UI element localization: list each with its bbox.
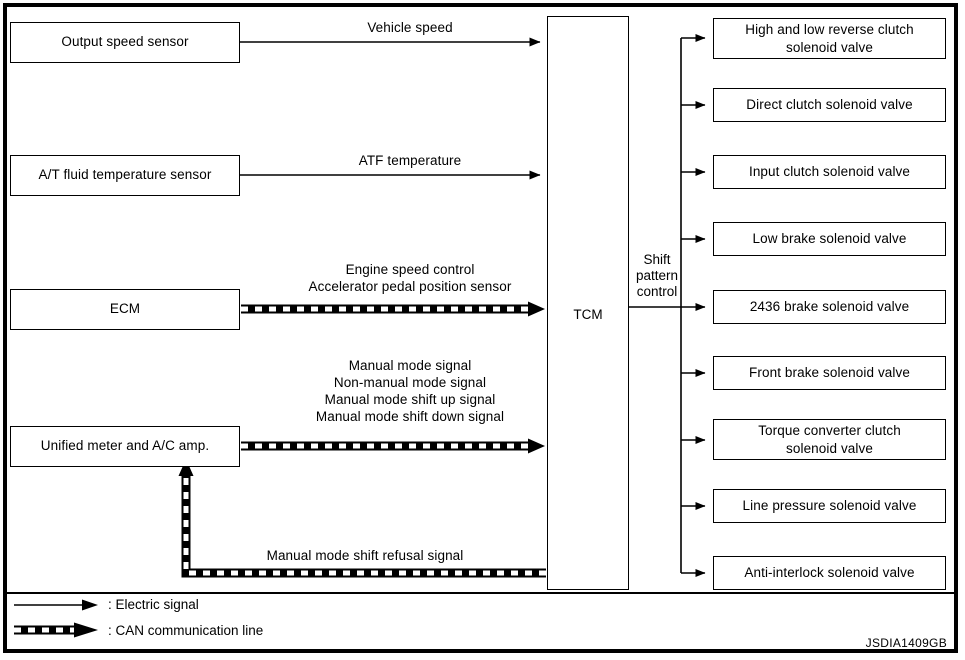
output-label: 2436 brake solenoid valve — [749, 298, 910, 314]
dashed-arrow-icon — [14, 622, 98, 638]
input-label: ECM — [109, 301, 141, 317]
output-box-direct-clutch-solenoid-valve[interactable]: Direct clutch solenoid valve — [713, 88, 946, 122]
signal-label-atf-temperature: ATF temperature — [358, 153, 462, 168]
input-box-ecm[interactable]: ECM — [10, 289, 240, 330]
output-box-input-clutch-solenoid-valve[interactable]: Input clutch solenoid valve — [713, 155, 946, 189]
output-label: High and low reverse clutch solenoid val… — [745, 21, 914, 55]
tcm-label: TCM — [573, 307, 603, 322]
tcm-box[interactable]: TCM — [547, 16, 629, 590]
output-label: Front brake solenoid valve — [749, 364, 910, 380]
output-box-2436-brake-solenoid-valve[interactable]: 2436 brake solenoid valve — [713, 290, 946, 324]
legend-divider — [7, 592, 954, 594]
output-box-anti-interlock-solenoid-valve[interactable]: Anti-interlock solenoid valve — [713, 556, 946, 590]
diagram-outer-frame — [3, 3, 958, 653]
output-box-line-pressure-solenoid-valve[interactable]: Line pressure solenoid valve — [713, 489, 946, 523]
input-box-at-fluid-temperature-sensor[interactable]: A/T fluid temperature sensor — [10, 155, 240, 196]
input-label: A/T fluid temperature sensor — [38, 167, 212, 183]
input-label: Unified meter and A/C amp. — [40, 438, 210, 454]
signal-label-manual-mode-signals: Manual mode signal Non-manual mode signa… — [315, 358, 505, 424]
input-label: Output speed sensor — [61, 34, 189, 50]
signal-label-vehicle-speed: Vehicle speed — [367, 20, 453, 35]
legend-label: : CAN communication line — [108, 622, 264, 638]
output-label: Anti-interlock solenoid valve — [744, 564, 915, 580]
signal-label-manual-mode-shift-refusal: Manual mode shift refusal signal — [266, 548, 464, 563]
legend-label: : Electric signal — [108, 597, 199, 612]
input-box-output-speed-sensor[interactable]: Output speed sensor — [10, 22, 240, 63]
legend-row-electric-signal: : Electric signal — [14, 597, 199, 612]
output-box-front-brake-solenoid-valve[interactable]: Front brake solenoid valve — [713, 356, 946, 390]
output-box-low-brake-solenoid-valve[interactable]: Low brake solenoid valve — [713, 222, 946, 256]
signal-label-ecm-signals: Engine speed control Accelerator pedal p… — [308, 262, 512, 294]
output-label: Torque converter clutch solenoid valve — [758, 422, 901, 456]
legend-row-can-communication-line: : CAN communication line — [14, 622, 263, 638]
figure-code-label: JSDIA1409GB — [865, 636, 947, 650]
output-label: Line pressure solenoid valve — [742, 497, 917, 513]
output-box-torque-converter-clutch-solenoid-valve[interactable]: Torque converter clutch solenoid valve — [713, 419, 946, 460]
input-box-unified-meter-and-ac-amp[interactable]: Unified meter and A/C amp. — [10, 426, 240, 467]
output-box-high-low-reverse-clutch-solenoid-valve[interactable]: High and low reverse clutch solenoid val… — [713, 18, 946, 59]
output-label: Direct clutch solenoid valve — [746, 96, 913, 112]
output-label: Low brake solenoid valve — [752, 230, 907, 246]
output-label: Input clutch solenoid valve — [748, 163, 911, 179]
shift-pattern-control-label: Shift pattern control — [635, 252, 679, 299]
solid-arrow-icon — [14, 599, 98, 610]
